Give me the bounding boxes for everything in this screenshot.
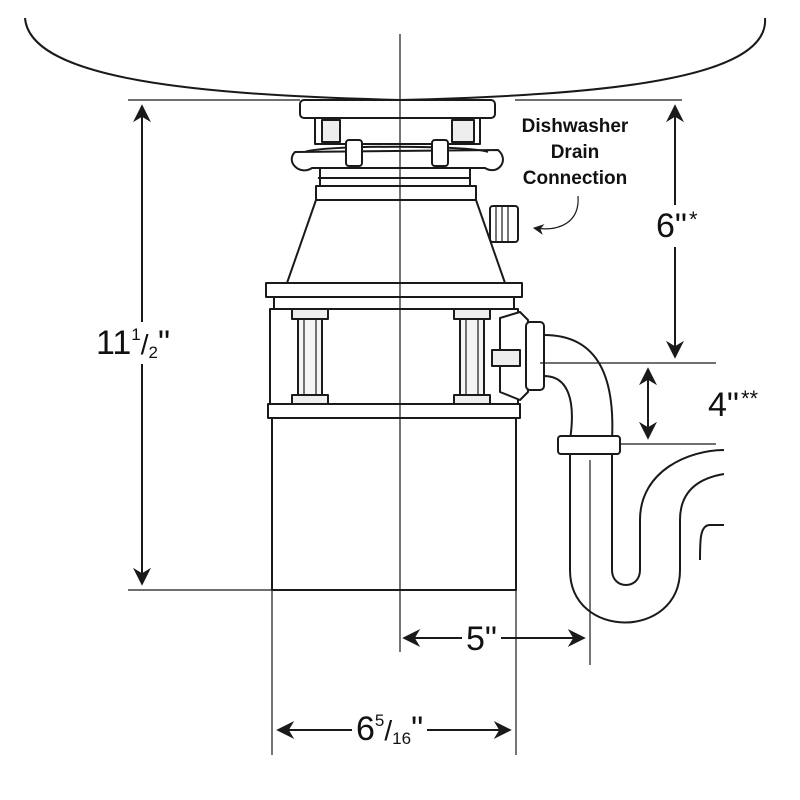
mounting-lugs xyxy=(290,149,504,172)
height-label: 111/2" xyxy=(94,322,173,364)
callout-line-2: Drain xyxy=(550,142,600,163)
motor-flange xyxy=(265,282,523,298)
sink-bowl xyxy=(24,17,767,101)
callout-line-1: Dishwasher xyxy=(521,116,629,137)
upper-housing xyxy=(286,199,506,284)
outlet-reach-label: 5" xyxy=(462,620,501,658)
motor-housing xyxy=(271,417,517,591)
drain-trap xyxy=(543,334,725,624)
diameter-label: 65/16" xyxy=(352,710,428,748)
top-drop-label: 6"* xyxy=(654,205,700,247)
sink-flange xyxy=(299,99,496,119)
callout-line-3: Connection xyxy=(522,168,628,189)
dishwasher-inlet xyxy=(489,205,519,243)
outlet-drop-label: 4"** xyxy=(706,386,761,424)
dishwasher-drain-callout: Dishwasher Drain Connection xyxy=(505,114,645,192)
